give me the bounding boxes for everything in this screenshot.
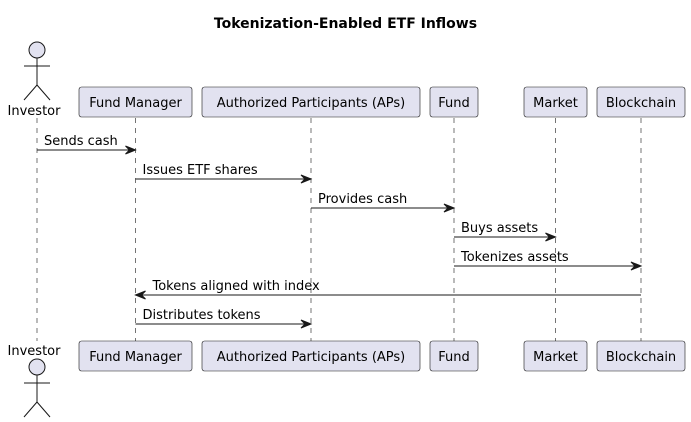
participant-blockchain-label-top: Blockchain xyxy=(606,96,676,111)
participant-blockchain-top: Blockchain xyxy=(596,86,686,118)
participant-aps-top: Authorized Participants (APs) xyxy=(201,86,421,118)
participant-fund-label-bottom: Fund xyxy=(438,350,470,365)
arrowhead-icon xyxy=(125,145,137,155)
message-label: Sends cash xyxy=(44,134,118,149)
arrowhead-icon xyxy=(545,232,557,242)
message-3: Provides cash xyxy=(311,192,456,213)
participant-market-label-top: Market xyxy=(533,96,578,111)
participant-fund-top: Fund xyxy=(429,86,479,118)
person-icon xyxy=(23,358,51,418)
participants-bottom: Investor Fund Manager Authorized Participa… xyxy=(8,340,686,418)
lifelines xyxy=(36,118,642,341)
participant-fund-manager-bottom: Fund Manager xyxy=(78,340,193,372)
message-label: Issues ETF shares xyxy=(143,163,258,178)
arrowhead-icon xyxy=(630,261,643,271)
participant-aps-label-bottom: Authorized Participants (APs) xyxy=(217,350,406,365)
message-label: Provides cash xyxy=(318,192,407,207)
participant-fund-manager-label-bottom: Fund Manager xyxy=(89,350,182,365)
participant-fund-manager-top: Fund Manager xyxy=(78,86,193,118)
arrowhead-icon xyxy=(300,174,313,184)
message-1: Sends cash xyxy=(37,134,137,155)
message-4: Buys assets xyxy=(454,221,557,242)
participant-market-top: Market xyxy=(523,86,588,118)
participant-blockchain-label-bottom: Blockchain xyxy=(606,350,676,365)
diagram-title: Tokenization-Enabled ETF Inflows xyxy=(214,16,477,32)
message-label: Distributes tokens xyxy=(143,308,261,323)
message-5: Tokenizes assets xyxy=(454,250,643,271)
participant-fund-manager-label-top: Fund Manager xyxy=(89,96,182,111)
participants-top: Investor Fund Manager Authorized Participa… xyxy=(8,41,686,119)
arrowhead-icon xyxy=(300,319,313,329)
participant-aps-bottom: Authorized Participants (APs) xyxy=(201,340,421,372)
participant-market-bottom: Market xyxy=(523,340,588,372)
person-icon xyxy=(23,41,51,101)
message-2: Issues ETF shares xyxy=(135,163,313,184)
participant-investor-label-bottom: Investor xyxy=(8,344,62,359)
message-label: Tokens aligned with index xyxy=(152,279,321,294)
arrowhead-icon xyxy=(443,203,456,213)
message-7: Distributes tokens xyxy=(135,308,313,329)
message-label: Tokenizes assets xyxy=(460,250,569,265)
participant-fund-bottom: Fund xyxy=(429,340,479,372)
participant-investor-label-top: Investor xyxy=(8,104,62,119)
participant-fund-label-top: Fund xyxy=(438,96,470,111)
participant-blockchain-bottom: Blockchain xyxy=(596,340,686,372)
participant-aps-label-top: Authorized Participants (APs) xyxy=(217,96,406,111)
message-6: Tokens aligned with index xyxy=(134,279,641,300)
arrowhead-icon xyxy=(134,290,146,300)
message-label: Buys assets xyxy=(461,221,538,236)
participant-market-label-bottom: Market xyxy=(533,350,578,365)
